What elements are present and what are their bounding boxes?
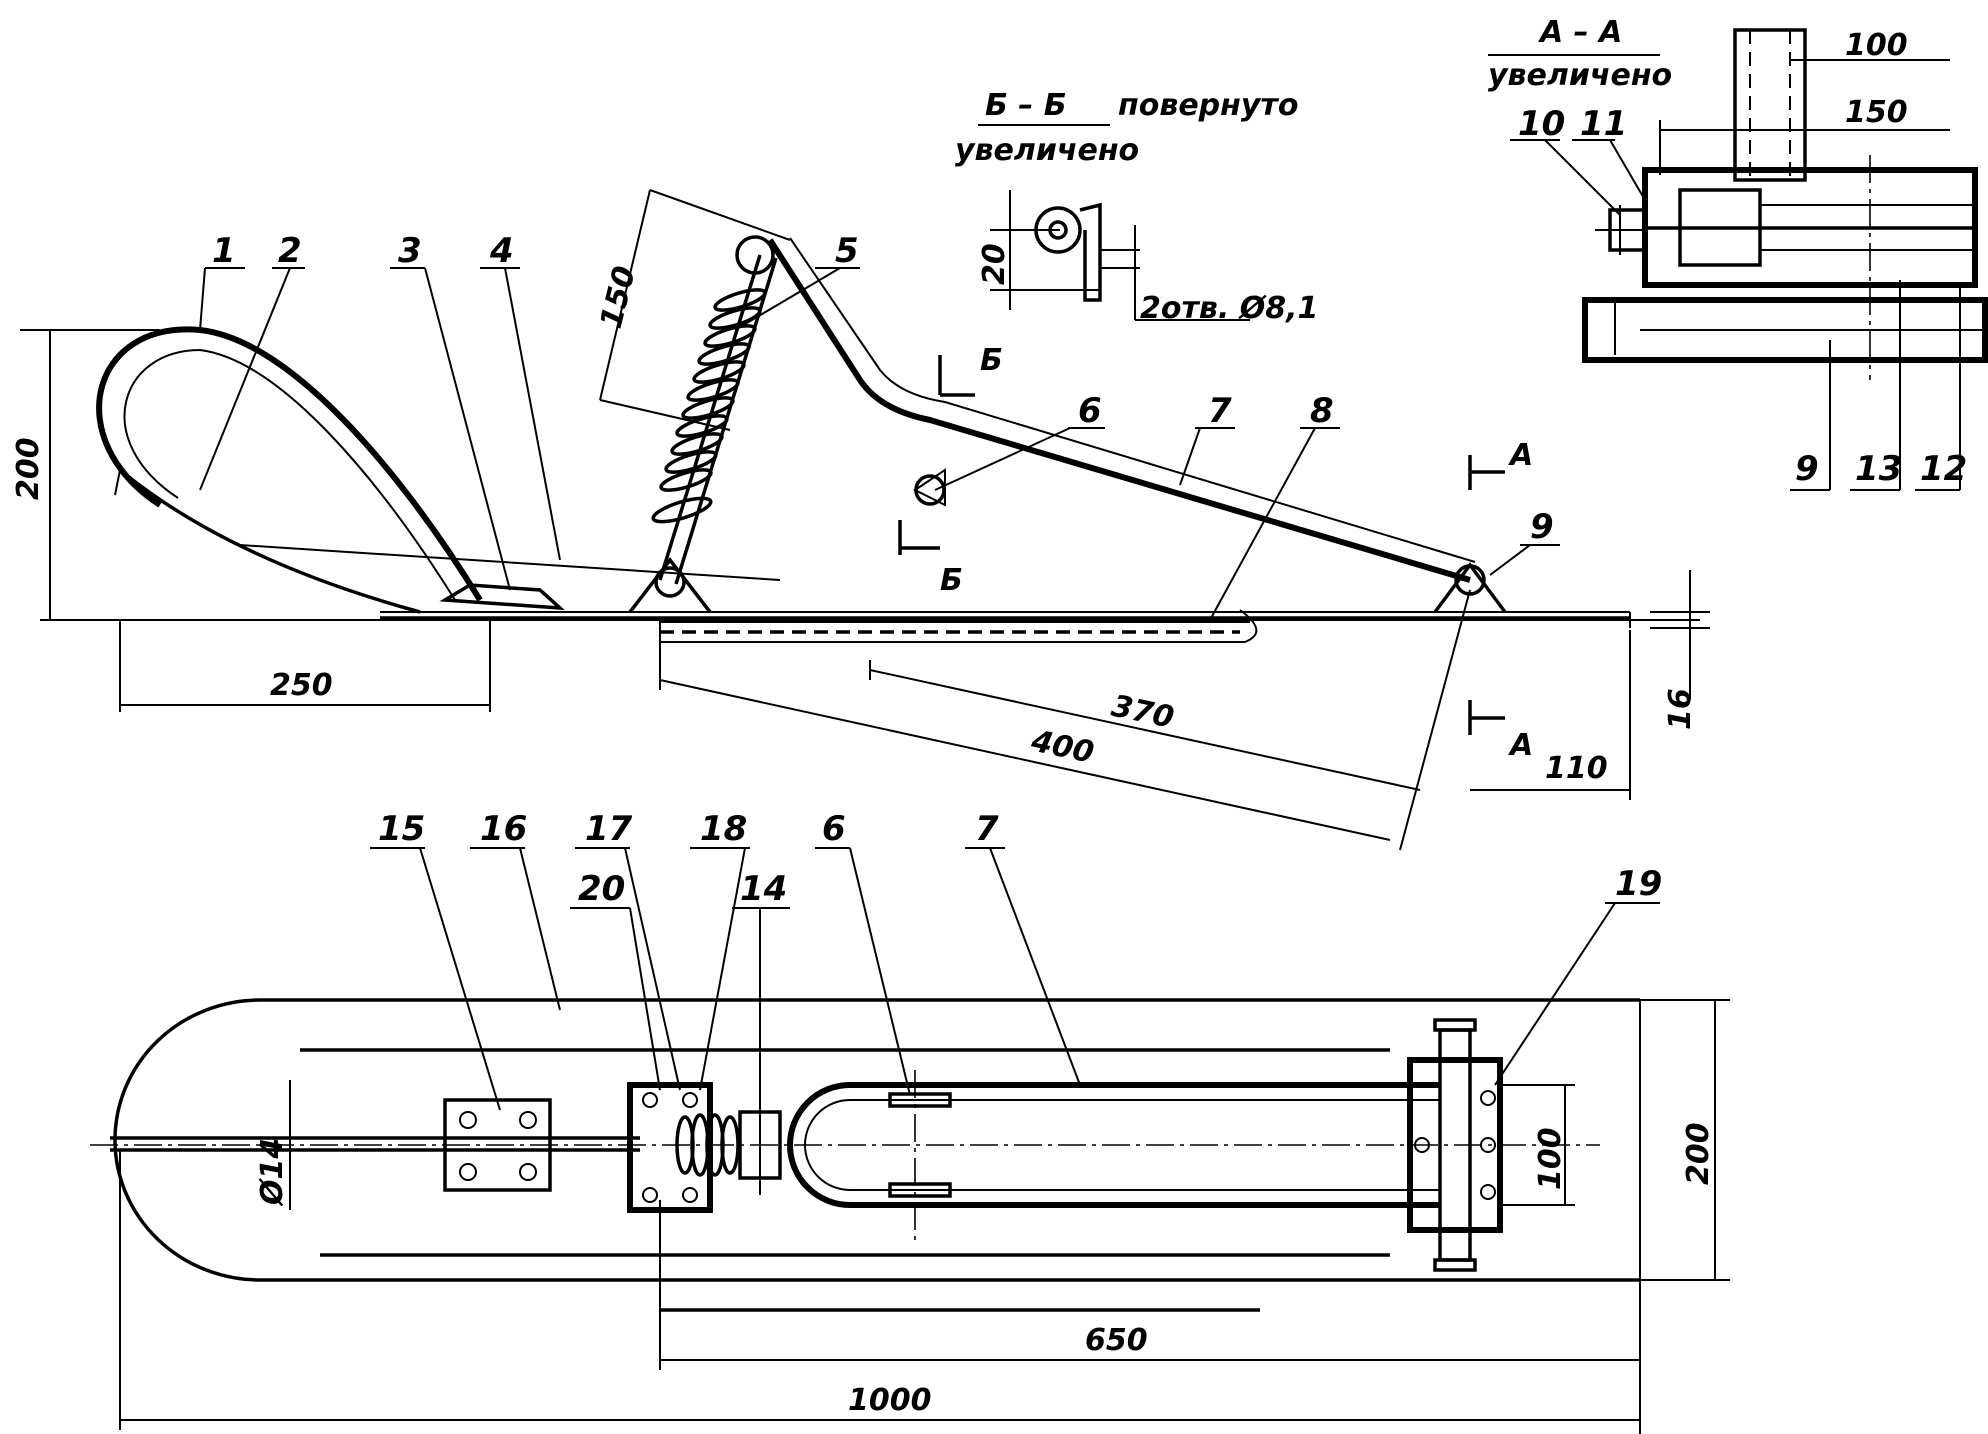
dim-spring-150: 150 (594, 263, 643, 332)
label-7: 7 (1208, 391, 1232, 431)
section-bb: Б – Б повернуто увеличено 2отв. Ø8,1 20 (955, 88, 1318, 326)
bb-holes: 2отв. Ø8,1 (1140, 291, 1318, 326)
spring-coils (651, 288, 767, 524)
label-17: 17 (585, 809, 633, 849)
label-10: 10 (1518, 104, 1565, 144)
bb-enlarged: увеличено (955, 133, 1139, 168)
label-11: 11 (1580, 104, 1627, 144)
label-18: 18 (700, 809, 747, 849)
dim-length-250: 250 (270, 668, 333, 703)
label-1: 1 (212, 231, 236, 271)
side-view: Б Б А А 200 250 150 370 400 16 110 (11, 189, 1710, 851)
label-4: 4 (489, 231, 514, 271)
aa-title: А – А (1538, 15, 1622, 50)
bb-title: Б – Б (985, 88, 1067, 123)
label-5: 5 (835, 231, 859, 271)
label-7-plan: 7 (975, 809, 999, 849)
plan-view: 100 200 Ø14 650 1000 (90, 998, 1730, 1434)
plan-dim-200: 200 (1681, 1122, 1716, 1185)
label-19: 19 (1615, 864, 1662, 904)
section-mark-b-bottom: Б (940, 563, 963, 598)
label-9-aa: 9 (1795, 449, 1819, 489)
plan-dim-d14: Ø14 (255, 1138, 290, 1207)
u-frame (787, 1082, 1440, 1208)
label-9: 9 (1530, 507, 1554, 547)
side-labels: 1 2 3 4 5 6 7 8 9 (199, 231, 1560, 621)
label-14: 14 (740, 869, 787, 909)
label-6: 6 (1078, 391, 1102, 431)
label-20: 20 (578, 869, 625, 909)
handle-loop (96, 326, 483, 602)
label-6-plan: 6 (822, 809, 846, 849)
aa-enlarged: увеличено (1488, 58, 1672, 93)
label-2: 2 (278, 231, 302, 271)
label-8: 8 (1310, 391, 1334, 431)
plan-dim-100: 100 (1533, 1127, 1568, 1190)
plan-spring (675, 1113, 740, 1177)
section-mark-a-bottom: А (1508, 728, 1533, 763)
label-15: 15 (378, 809, 425, 849)
section-aa: А – А увеличено 100 150 10 11 (1488, 15, 1988, 491)
dim-thickness-16: 16 (1663, 688, 1698, 730)
seat-arm (767, 238, 1471, 583)
plan-dim-650: 650 (1085, 1323, 1148, 1358)
section-mark-a-top: А (1508, 438, 1533, 473)
bb-rotated: повернуто (1118, 88, 1298, 123)
label-3: 3 (398, 231, 422, 271)
plan-dim-1000: 1000 (848, 1383, 932, 1418)
dim-height-200: 200 (11, 437, 46, 500)
bb-dim-20: 20 (977, 243, 1012, 285)
section-mark-b-top: Б (980, 343, 1003, 378)
ski-outline (113, 998, 1640, 1282)
label-16: 16 (480, 809, 527, 849)
label-13: 13 (1855, 449, 1902, 489)
dim-pivot-370: 370 (1108, 689, 1177, 736)
plan-labels: 15 16 17 18 20 14 6 7 19 (370, 809, 1662, 1111)
aa-dim-150: 150 (1845, 95, 1908, 130)
dim-rear-110: 110 (1545, 751, 1608, 786)
aa-dim-100: 100 (1845, 28, 1908, 63)
